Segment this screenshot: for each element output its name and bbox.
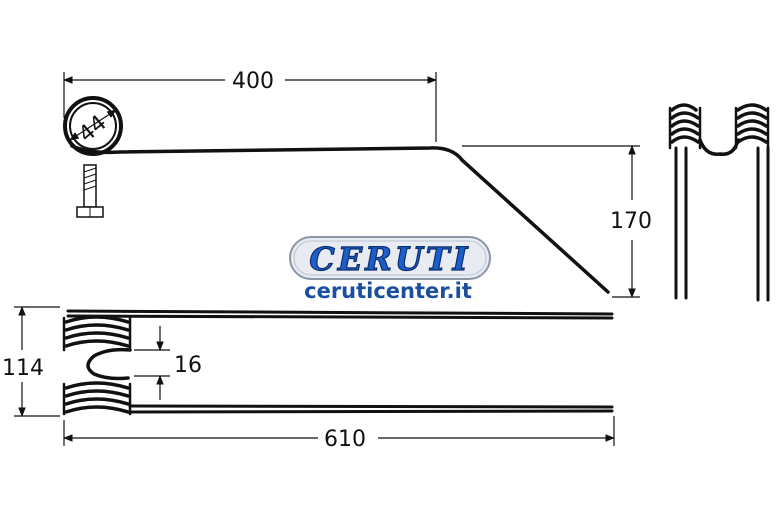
logo-url: ceruticenter.it xyxy=(304,279,472,303)
side-view xyxy=(668,103,770,302)
dim-gap: 16 xyxy=(174,353,202,378)
dim-length-total: 610 xyxy=(324,427,366,452)
bottom-view: 16 114 610 xyxy=(2,306,615,452)
bolt-icon xyxy=(76,164,104,218)
ceruti-logo: CERUTI ceruticenter.it xyxy=(289,236,491,303)
logo-name: CERUTI xyxy=(309,240,470,278)
dim-drop: 170 xyxy=(610,209,652,234)
dim-height: 114 xyxy=(2,356,44,381)
tine-wire-top xyxy=(70,144,610,294)
dim-length-top: 400 xyxy=(232,69,274,94)
coil-loop xyxy=(63,96,123,156)
